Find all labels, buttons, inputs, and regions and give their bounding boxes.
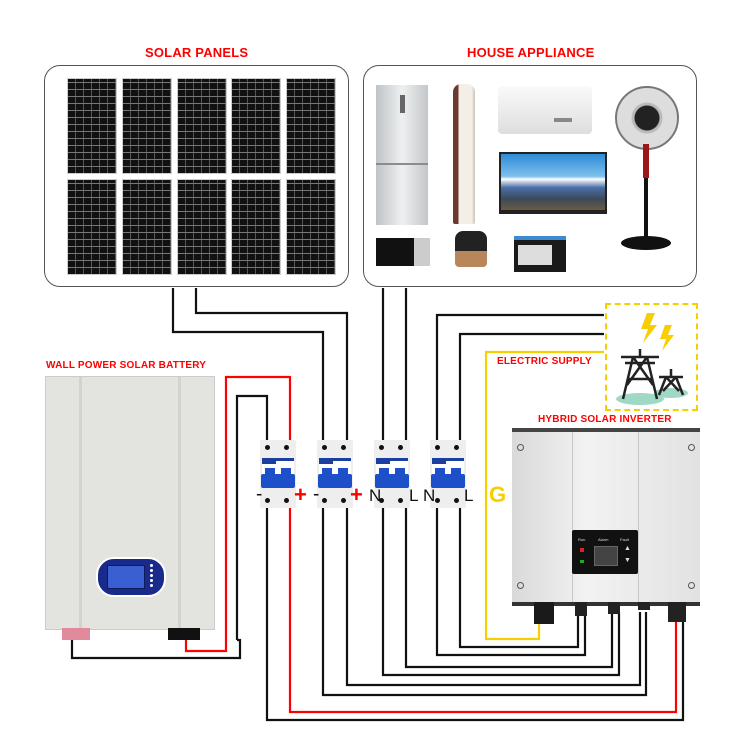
lightning-bolt-icon (641, 313, 657, 343)
electric-supply-box (605, 303, 698, 411)
inverter-battery-port (668, 602, 686, 622)
inverter-pv-port (608, 602, 620, 614)
terminal-label: N (423, 486, 436, 505)
solar-panel (177, 78, 227, 174)
terminal-label: + (350, 482, 363, 507)
terminal-label: - (256, 484, 263, 505)
solar-panel (286, 78, 336, 174)
terminal-label: L (464, 486, 474, 505)
battery-positive-terminal (62, 628, 90, 640)
refrigerator-icon (376, 85, 428, 225)
solar-panel (231, 78, 281, 174)
wire-ground (484, 350, 604, 641)
breaker-4[interactable] (430, 440, 466, 508)
solar-panel (177, 179, 227, 275)
television-icon (499, 152, 607, 214)
solar-panel (286, 179, 336, 275)
indicator-run: Run (578, 537, 586, 542)
solar-panel (122, 179, 172, 275)
split-ac-icon (498, 86, 592, 134)
solar-panel (122, 78, 172, 174)
wire-b3-l-inv (404, 508, 614, 669)
arrow-up-icon[interactable]: ▲ (624, 545, 631, 552)
status-led-icon (580, 560, 584, 563)
breaker-2[interactable] (317, 440, 353, 508)
breaker-3[interactable] (374, 440, 410, 508)
wire-b2-neg-inv (321, 508, 648, 697)
wire-b2-pos-inv (345, 508, 642, 687)
wire-battery-pos-top (224, 375, 292, 640)
wall-battery (45, 376, 215, 630)
battery-label: WALL POWER SOLAR BATTERY (46, 360, 207, 371)
house-appliance-label: HOUSE APPLIANCE (467, 45, 595, 60)
arrow-down-icon[interactable]: ▼ (624, 557, 631, 564)
terminal-label: - (313, 484, 320, 505)
microwave-icon (376, 238, 430, 266)
inverter-grid-port (638, 602, 650, 610)
wire-battery-pos-bottom (184, 630, 228, 653)
wire-b1-pos-inv (288, 508, 678, 714)
battery-display (96, 557, 166, 597)
wire-b4-l-inv (458, 508, 580, 649)
ground-label: G (489, 482, 507, 507)
wire-battery-neg-bottom (70, 630, 242, 660)
inverter-control-panel: Run Alarm Fault ▲ ▼ (572, 530, 638, 574)
electric-supply-label: ELECTRIC SUPPLY (497, 356, 592, 367)
house-appliance-box (363, 65, 697, 287)
tower-ac-icon (453, 84, 475, 224)
standing-fan-icon (614, 86, 679, 266)
inverter-ac-port (575, 602, 587, 616)
battery-negative-terminal (168, 628, 200, 640)
breaker-1[interactable] (260, 440, 296, 508)
hybrid-inverter: Run Alarm Fault ▲ ▼ (512, 428, 700, 606)
lightning-bolt-icon (660, 325, 674, 351)
wire-grid-n (435, 313, 604, 440)
wire-b3-n-inv (381, 508, 621, 677)
inverter-screen (594, 546, 618, 566)
wire-b4-n-inv (435, 508, 587, 657)
rice-cooker-icon (455, 231, 487, 267)
solar-panels-box (44, 65, 349, 287)
inverter-label: HYBRID SOLAR INVERTER (538, 414, 672, 425)
solar-panel (231, 179, 281, 275)
wire-solar-neg (171, 288, 325, 440)
power-tower-icon (616, 313, 688, 405)
solar-panel (67, 179, 117, 275)
solar-panel (67, 78, 117, 174)
wire-grid-l (458, 332, 604, 440)
terminal-label: L (409, 486, 419, 505)
toaster-oven-icon (514, 236, 566, 272)
power-button-icon[interactable] (580, 548, 584, 552)
wire-battery-neg-top (235, 394, 269, 640)
solar-panels-label: SOLAR PANELS (145, 45, 249, 60)
terminal-label: N (369, 486, 382, 505)
indicator-fault: Fault (620, 537, 629, 542)
indicator-alarm: Alarm (598, 537, 609, 542)
inverter-ground-port (534, 602, 554, 624)
terminal-label: + (294, 482, 307, 507)
wire-b1-neg-inv (265, 508, 685, 722)
wire-solar-pos (194, 288, 349, 440)
